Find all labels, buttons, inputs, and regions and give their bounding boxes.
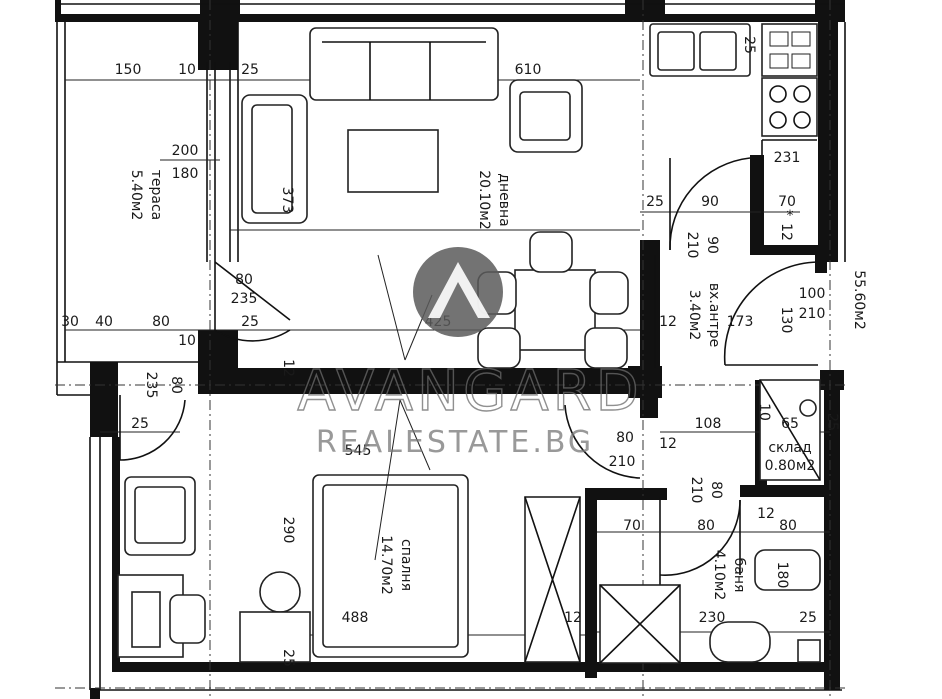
dim-70b: 70 xyxy=(623,518,641,534)
dim-200: 200 xyxy=(172,143,199,159)
dim-80d: 80 xyxy=(616,430,634,446)
dim-12a: 12 xyxy=(778,223,794,241)
dim-231: 231 xyxy=(774,150,801,166)
watermark-brand: AVANGARD xyxy=(297,359,642,424)
dim-12b: 12 xyxy=(659,314,677,330)
dim-12c: 12 xyxy=(280,359,296,377)
dim-70a: 70 xyxy=(778,194,796,210)
hall-name: вх.антре xyxy=(706,283,722,347)
hall-area: 3.40м2 xyxy=(686,290,702,341)
dim-12f: 12 xyxy=(564,610,582,626)
dim-180b: 180 xyxy=(774,562,790,589)
bedroom-area: 14.70м2 xyxy=(378,535,394,595)
dim-80a: 80 xyxy=(235,272,253,288)
dim-108: 108 xyxy=(695,416,722,432)
dim-90a: 90 xyxy=(701,194,719,210)
axis-lines xyxy=(55,0,845,699)
dim-90b: 90 xyxy=(704,236,720,254)
living-furniture xyxy=(241,27,629,369)
terrace-name: тераса xyxy=(148,170,164,221)
dim-180a: 180 xyxy=(172,166,199,182)
dimension-labels: 150 10 25 610 25 200 180 373 25 90 231 7… xyxy=(61,36,840,667)
bathroom xyxy=(599,379,821,664)
watermark-sub: REALESTATE.BG xyxy=(316,425,594,460)
bath-area: 4.10м2 xyxy=(711,550,727,601)
dim-10a: 10 xyxy=(178,62,196,78)
bath-name: баня xyxy=(731,558,747,593)
dim-210c: 210 xyxy=(609,454,636,470)
dim-12d: 12 xyxy=(659,436,677,452)
kitchen: * xyxy=(649,23,818,245)
dim-545: 545 xyxy=(345,443,372,459)
dim-25e: 25 xyxy=(131,416,149,432)
watermark-logo-icon xyxy=(413,247,503,337)
dim-210b: 210 xyxy=(799,306,826,322)
dim-173: 173 xyxy=(727,314,754,330)
dim-80e: 80 xyxy=(708,481,724,499)
dim-25g: 25 xyxy=(799,610,817,626)
dim-210a: 210 xyxy=(684,232,700,259)
total-area: 55.60м2 xyxy=(851,270,867,330)
terrace-area: 5.40м2 xyxy=(128,170,144,221)
living-area: 20.10м2 xyxy=(476,170,492,230)
dim-25h: 25 xyxy=(280,649,296,667)
dim-80c: 80 xyxy=(168,376,184,394)
bedroom-furniture xyxy=(117,399,581,663)
dim-10b: 10 xyxy=(178,333,196,349)
storage-area: 0.80м2 xyxy=(765,458,816,474)
doors xyxy=(119,157,819,576)
dim-610: 610 xyxy=(515,62,542,78)
dim-488: 488 xyxy=(342,610,369,626)
dim-80g: 80 xyxy=(779,518,797,534)
dim-373: 373 xyxy=(279,187,295,214)
room-labels: тераса 5.40м2 дневна 20.10м2 вх.антре 3.… xyxy=(128,170,867,601)
dim-25a: 25 xyxy=(241,62,259,78)
storage-name: склад xyxy=(768,440,811,456)
living-name: дневна xyxy=(496,173,512,226)
dim-25c: 25 xyxy=(646,194,664,210)
dim-100: 100 xyxy=(799,286,826,302)
dim-235a: 235 xyxy=(231,291,258,307)
dim-235b: 235 xyxy=(143,372,159,399)
dim-25f: 25 xyxy=(824,413,840,431)
dim-80f: 80 xyxy=(697,518,715,534)
dim-10d: 10 xyxy=(756,403,772,421)
dim-210d: 210 xyxy=(688,477,704,504)
dim-80b: 80 xyxy=(152,314,170,330)
exterior-walls xyxy=(55,0,846,699)
svg-text:*: * xyxy=(787,208,794,224)
dim-12e: 12 xyxy=(757,506,775,522)
dim-230: 230 xyxy=(699,610,726,626)
dim-40: 40 xyxy=(95,314,113,330)
dim-25d: 25 xyxy=(241,314,259,330)
watermark: AVANGARD REALESTATE.BG xyxy=(297,247,642,460)
dim-290: 290 xyxy=(280,517,296,544)
bedroom-name: спалня xyxy=(398,539,414,591)
dim-130: 130 xyxy=(778,307,794,334)
dim-30: 30 xyxy=(61,314,79,330)
dim-150: 150 xyxy=(115,62,142,78)
dim-65: 65 xyxy=(781,416,799,432)
dim-25b: 25 xyxy=(741,36,757,54)
